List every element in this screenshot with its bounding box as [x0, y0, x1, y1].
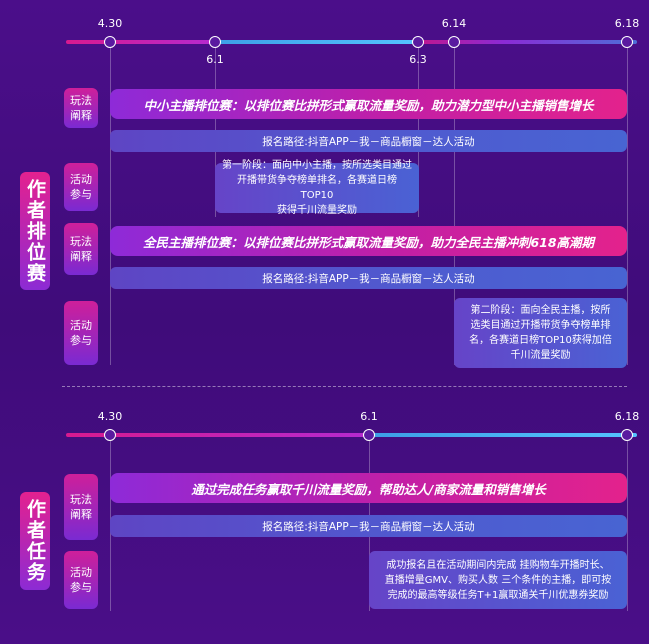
date-guide-6.14 — [454, 47, 455, 365]
banner-all-anchor-ranking: 全民主播排位赛：以排位赛比拼形式赢取流量奖励，助力全民主播冲刺618高潮期 — [110, 226, 627, 256]
timeline-node-6.14 — [448, 36, 460, 48]
timeline-label: 6.1 — [360, 410, 378, 423]
signup-path: 报名路径:抖音APP－我－商品橱窗－达人活动 — [110, 130, 627, 152]
timeline-node-6.1 — [363, 429, 375, 441]
tag-rules: 玩法阐释 — [64, 223, 98, 275]
stage2-info: 第二阶段：面向全民主播，按所 选类目通过开播带货争夺榜单排 名，各赛道日榜TOP… — [454, 298, 627, 368]
timeline-node-6.1 — [209, 36, 221, 48]
date-guide-6.18 — [627, 441, 628, 611]
tag-participation: 活动参与 — [64, 301, 98, 365]
timeline-label: 6.18 — [614, 410, 640, 423]
timeline-node-6.3 — [412, 36, 424, 48]
date-guide-4.30 — [110, 47, 111, 365]
stage2-line: 千川流量奖励 — [510, 350, 571, 361]
timeline-label: 4.30 — [97, 410, 123, 423]
tag-rules: 玩法阐释 — [64, 88, 98, 128]
signup-path: 报名路径:抖音APP－我－商品橱窗－达人活动 — [110, 515, 627, 537]
stage2-line: 第二阶段：面向全民主播，按所 — [470, 305, 611, 316]
task-info: 成功报名且在活动期间内完成 挂购物车开播时长、 直播增量GMV、购买人数 三个条… — [369, 551, 627, 609]
task-line: 成功报名且在活动期间内完成 挂购物车开播时长、 — [386, 559, 610, 571]
task-line: 直播增量GMV、购买人数 三个条件的主播，即可按 — [384, 574, 612, 586]
timeline-label: 6.18 — [614, 17, 640, 30]
task-line: 完成的最高等级任务T+1赢取通关千川优惠券奖励 — [387, 589, 609, 601]
timeline-segment — [66, 40, 216, 44]
section-title-ranking: 作者排位赛 — [20, 172, 50, 290]
timeline-segment-highlight — [370, 433, 637, 437]
timeline-label: 6.14 — [441, 17, 467, 30]
stage1-line: 开播带货争夺榜单排名，各赛道日榜TOP10 — [237, 175, 397, 201]
timeline-label: 6.1 — [206, 53, 224, 66]
tag-participation: 活动参与 — [64, 551, 98, 609]
timeline-node-6.18 — [621, 36, 633, 48]
stage1-line: 获得千川流量奖励 — [277, 205, 357, 216]
timeline-segment-highlight — [216, 40, 418, 44]
stage1-info: 第一阶段：面向中小主播，按所选类目通过 开播带货争夺榜单排名，各赛道日榜TOP1… — [215, 160, 419, 216]
banner-small-anchor-ranking: 中小主播排位赛：以排位赛比拼形式赢取流量奖励，助力潜力型中小主播销售增长 — [110, 89, 627, 119]
timeline-segment — [66, 433, 370, 437]
timeline-label: 6.3 — [409, 53, 427, 66]
timeline-label: 4.30 — [97, 17, 123, 30]
stage2-line: 选类目通过开播带货争夺榜单排 — [470, 320, 611, 331]
timeline-segment — [418, 40, 637, 44]
section-divider — [62, 386, 627, 387]
stage1-line: 第一阶段：面向中小主播，按所选类目通过 — [222, 160, 412, 171]
signup-path: 报名路径:抖音APP－我－商品橱窗－达人活动 — [110, 267, 627, 289]
tag-participation: 活动参与 — [64, 163, 98, 211]
section-title-tasks: 作者任务 — [20, 492, 50, 590]
banner-task: 通过完成任务赢取千川流量奖励，帮助达人/商家流量和销售增长 — [110, 473, 627, 503]
timeline-node-4.30 — [104, 429, 116, 441]
tag-rules: 玩法阐释 — [64, 474, 98, 540]
timeline-node-6.18 — [621, 429, 633, 441]
timeline-node-4.30 — [104, 36, 116, 48]
stage2-line: 名，各赛道日榜TOP10获得加倍 — [469, 335, 612, 346]
date-guide-6.18 — [627, 47, 628, 365]
